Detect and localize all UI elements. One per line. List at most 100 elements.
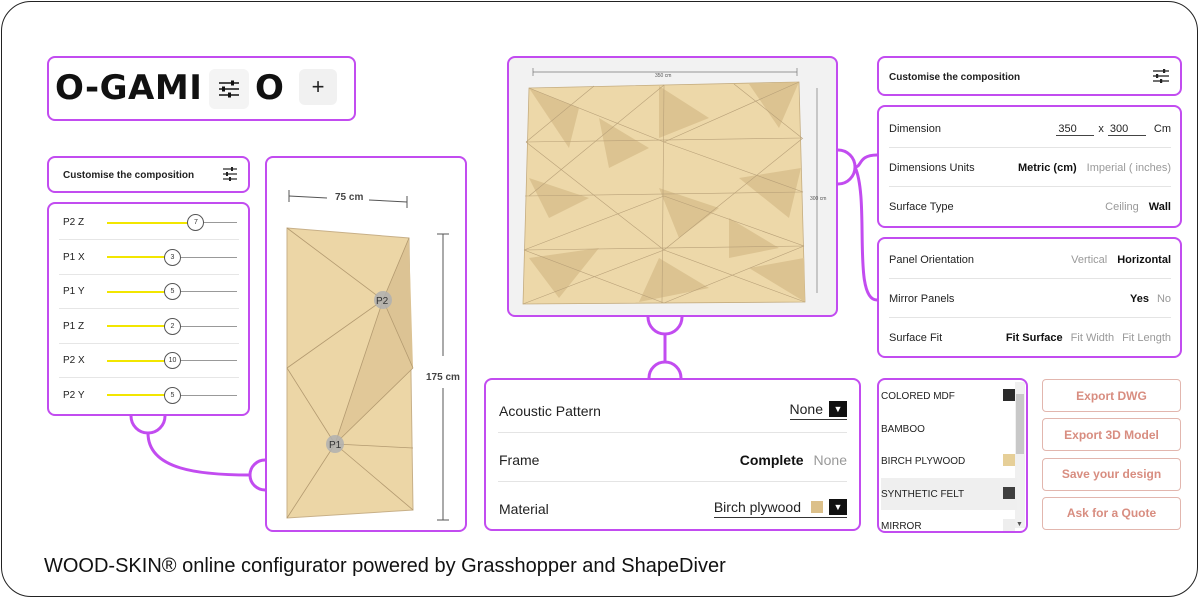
material-item-label: SYNTHETIC FELT	[881, 488, 965, 500]
slider-knob[interactable]: 2	[164, 317, 181, 335]
material-row: Material Birch plywood ▼	[498, 482, 847, 531]
frame-row: Frame Complete None	[498, 433, 847, 482]
frame-complete-option[interactable]: Complete	[739, 452, 804, 468]
slider-track[interactable]: 5	[107, 386, 237, 404]
metric-option[interactable]: Metric (cm)	[1017, 162, 1077, 174]
acoustic-row: Acoustic Pattern None ▼	[498, 384, 847, 433]
slider-fill	[107, 394, 172, 396]
fit-width-option[interactable]: Fit Width	[1070, 332, 1115, 344]
height-input[interactable]: 300	[1107, 123, 1146, 136]
times-sign: x	[1098, 123, 1104, 135]
p1-marker: P1	[329, 440, 342, 451]
chevron-down-icon: ▼	[829, 499, 847, 515]
material-list-item[interactable]: SYNTHETIC FELT	[881, 477, 1017, 510]
slider-knob[interactable]: 10	[164, 352, 181, 369]
slider-fill	[107, 359, 172, 362]
slider-track[interactable]: 2	[107, 317, 237, 335]
logo-text: O-GAMI	[55, 68, 203, 108]
horizontal-option[interactable]: Horizontal	[1117, 254, 1171, 266]
vertical-option[interactable]: Vertical	[1071, 254, 1108, 266]
material-item-label: COLORED MDF	[881, 391, 955, 402]
mirror-no-option[interactable]: No	[1156, 293, 1171, 305]
p2-marker: P2	[376, 296, 389, 307]
dimension-label: Dimension	[889, 123, 941, 135]
surface-type-row: Surface Type Ceiling Wall	[889, 187, 1171, 226]
mirror-row: Mirror Panels Yes No	[889, 279, 1171, 318]
material-item-label: BIRCH PLYWOOD	[881, 456, 966, 467]
scrollbar-thumb[interactable]	[1016, 394, 1024, 454]
export-dwg-button[interactable]: Export DWG	[1042, 379, 1181, 412]
acoustic-dropdown[interactable]: None ▼	[789, 401, 847, 420]
material-list-item[interactable]: MIRROR	[881, 510, 1017, 532]
ceiling-option[interactable]: Ceiling	[1105, 201, 1139, 213]
width-input[interactable]: 350	[1056, 123, 1095, 136]
material-list-item[interactable]: COLORED MDF	[881, 380, 1017, 412]
material-item-label: MIRROR	[881, 521, 922, 532]
panel-drawing: 75 cm 175 cm P2 P1	[286, 190, 460, 521]
slider-label: P2 Y	[63, 389, 85, 401]
material-swatch	[811, 501, 823, 513]
scrollbar[interactable]: ▼	[1015, 382, 1025, 528]
material-list[interactable]: ▼ COLORED MDF BAMBOO BIRCH PLYWOOD SYNTHETI…	[877, 378, 1028, 533]
orientation-label: Panel Orientation	[889, 254, 974, 266]
panel-preview[interactable]: 75 cm 175 cm P2 P1	[265, 156, 467, 532]
wall-width-label: 350 cm	[655, 73, 671, 79]
customise-title: Customise the composition	[889, 72, 1021, 83]
material-list-item[interactable]: BIRCH PLYWOOD	[881, 445, 1017, 477]
sliders-icon[interactable]	[209, 69, 249, 109]
slider-track[interactable]: 7	[107, 214, 237, 231]
material-item-label: BAMBOO	[881, 423, 925, 435]
caption: WOOD-SKIN® online configurator powered b…	[44, 555, 726, 577]
sliders-icon[interactable]	[222, 166, 238, 187]
slider-knob[interactable]: 7	[187, 214, 205, 231]
frame-none-option[interactable]: None	[813, 452, 847, 468]
material-options: Acoustic Pattern None ▼ Frame Complete N…	[484, 378, 861, 531]
customise-title: Customise the composition	[63, 170, 195, 181]
dimension-options: Dimension 350 x 300 Cm Dimensions Units …	[877, 105, 1182, 228]
slider-knob[interactable]: 5	[164, 283, 181, 300]
add-button[interactable]: +	[299, 69, 337, 105]
frame-label: Frame	[499, 452, 540, 468]
mirror-label: Mirror Panels	[889, 293, 955, 305]
imperial-option[interactable]: Imperial ( inches)	[1086, 162, 1171, 174]
surface-fit-label: Surface Fit	[889, 332, 943, 344]
material-list-item[interactable]: BAMBOO	[881, 413, 1017, 445]
logo-bar: O-GAMI O +	[47, 56, 356, 121]
slider-track[interactable]: 3	[107, 248, 237, 266]
material-value: Birch plywood	[713, 499, 801, 515]
slider-knob[interactable]: 5	[164, 386, 181, 404]
surface-type-label: Surface Type	[889, 201, 954, 213]
material-dropdown[interactable]: Birch plywood ▼	[713, 499, 847, 518]
fit-length-option[interactable]: Fit Length	[1122, 332, 1171, 344]
customise-header-left[interactable]: Customise the composition	[47, 156, 250, 193]
logo-trail: O	[255, 68, 284, 108]
ask-quote-button[interactable]: Ask for a Quote	[1042, 496, 1181, 530]
panel-options: Panel Orientation Vertical Horizontal Mi…	[877, 237, 1182, 358]
slider-row: P1 Z 2	[59, 310, 239, 344]
slider-label: P1 Z	[63, 320, 85, 332]
wall-option[interactable]: Wall	[1148, 201, 1171, 213]
slider-label: P2 Z	[63, 217, 85, 228]
acoustic-value: None	[789, 401, 823, 417]
dimension-unit: Cm	[1153, 123, 1171, 135]
customise-header-right[interactable]: Customise the composition	[877, 56, 1182, 96]
wall-3d-preview[interactable]: 350 cm 300 cm	[507, 56, 838, 317]
material-swatch	[1003, 486, 1015, 499]
chevron-down-icon: ▼	[829, 401, 847, 417]
units-label: Dimensions Units	[889, 162, 975, 174]
export-3d-model-button[interactable]: Export 3D Model	[1042, 418, 1181, 452]
surface-fit-row: Surface Fit Fit Surface Fit Width Fit Le…	[889, 318, 1171, 357]
slider-track[interactable]: 10	[107, 352, 237, 369]
scroll-down-icon[interactable]: ▼	[1016, 521, 1023, 528]
sliders-icon[interactable]	[1152, 68, 1170, 89]
panel-height-label: 175 cm	[426, 372, 460, 383]
slider-fill	[107, 325, 172, 327]
save-design-button[interactable]: Save your design	[1042, 457, 1181, 491]
slider-track[interactable]: 5	[107, 283, 237, 300]
panel-width-label: 75 cm	[335, 192, 363, 203]
orientation-row: Panel Orientation Vertical Horizontal	[889, 240, 1171, 279]
mirror-yes-option[interactable]: Yes	[1129, 293, 1149, 305]
slider-knob[interactable]: 3	[164, 248, 181, 266]
fit-surface-option[interactable]: Fit Surface	[1005, 332, 1063, 344]
slider-label: P2 X	[63, 355, 85, 366]
